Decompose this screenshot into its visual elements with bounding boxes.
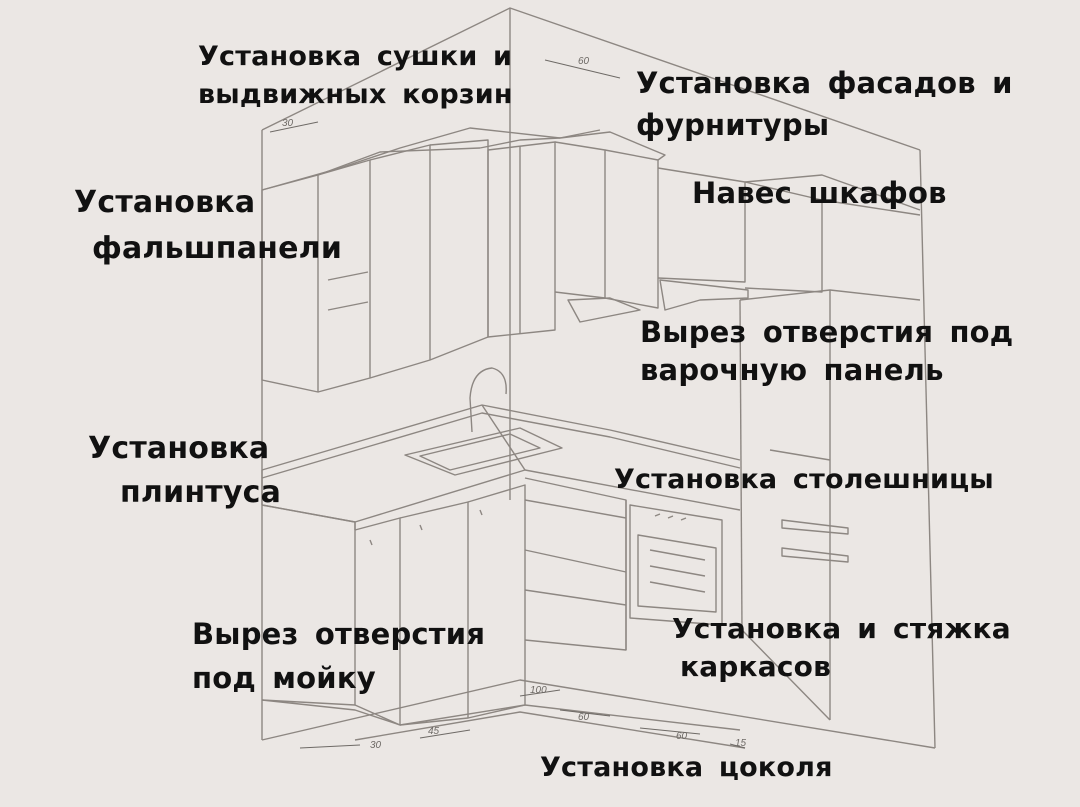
label-sink-cutout-line1: Вырез отверстия xyxy=(192,617,486,651)
label-base-plinth: Установка цоколя xyxy=(540,750,833,785)
label-facades-line2: фурнитуры xyxy=(636,108,830,142)
fridge-column xyxy=(739,289,921,721)
label-facades: Установка фасадов и фурнитуры xyxy=(636,62,1013,146)
label-plinth-line1: Установка xyxy=(88,431,270,466)
label-sink-cutout: Вырез отверстия под мойку xyxy=(192,612,485,700)
label-plinth-line2: плинтуса xyxy=(120,475,282,510)
label-carcass-line2: каркасов xyxy=(680,650,831,683)
label-dryer-baskets-line2: выдвижных корзин xyxy=(198,79,513,110)
dimension-15: 15 xyxy=(735,738,747,749)
label-plinth: Установка плинтуса xyxy=(88,427,281,515)
dimension-100: 100 xyxy=(530,685,547,696)
label-false-panel: Установка фальшпанели xyxy=(74,180,342,272)
label-sink-cutout-line2: под мойку xyxy=(192,661,376,695)
label-false-panel-line2: фальшпанели xyxy=(92,231,343,266)
dimension-60-right: 60 xyxy=(676,731,688,742)
plinth-base xyxy=(261,699,746,749)
dimension-30-bottom: 30 xyxy=(370,740,382,751)
sink xyxy=(404,367,563,476)
upper-cabinets-right xyxy=(554,131,921,309)
label-carcass-line1: Установка и стяжка xyxy=(672,612,1011,645)
label-hob-cutout-line1: Вырез отверстия под xyxy=(640,315,1014,349)
label-hob-cutout: Вырез отверстия под варочную панель xyxy=(640,313,1013,389)
range-hood xyxy=(567,279,749,323)
label-false-panel-line1: Установка xyxy=(74,185,256,220)
label-dryer-baskets: Установка сушки и выдвижных корзин xyxy=(198,38,513,114)
lower-cabinets-right xyxy=(524,477,627,651)
upper-cabinet-corner xyxy=(479,129,601,338)
label-dryer-baskets-line1: Установка сушки и xyxy=(198,41,513,72)
label-hob-cutout-line2: варочную панель xyxy=(640,353,944,387)
label-countertop-line1: Установка столешницы xyxy=(614,464,994,495)
dimension-60-mid: 60 xyxy=(578,712,590,723)
label-base-plinth-line1: Установка цоколя xyxy=(540,752,833,783)
dimension-60-top: 60 xyxy=(578,56,590,67)
dimension-45: 45 xyxy=(428,726,440,737)
dimension-30-top: 30 xyxy=(282,118,294,129)
label-hanging-cabinets: Навес шкафов xyxy=(692,176,947,211)
lower-cabinets-left xyxy=(261,484,526,726)
label-facades-line1: Установка фасадов и xyxy=(636,66,1013,100)
dimension-lines xyxy=(269,59,746,749)
label-hanging-cabinets-line1: Навес шкафов xyxy=(692,176,947,210)
label-countertop: Установка столешницы xyxy=(614,462,994,497)
oven xyxy=(629,504,723,626)
label-carcass: Установка и стяжка каркасов xyxy=(672,610,1011,686)
